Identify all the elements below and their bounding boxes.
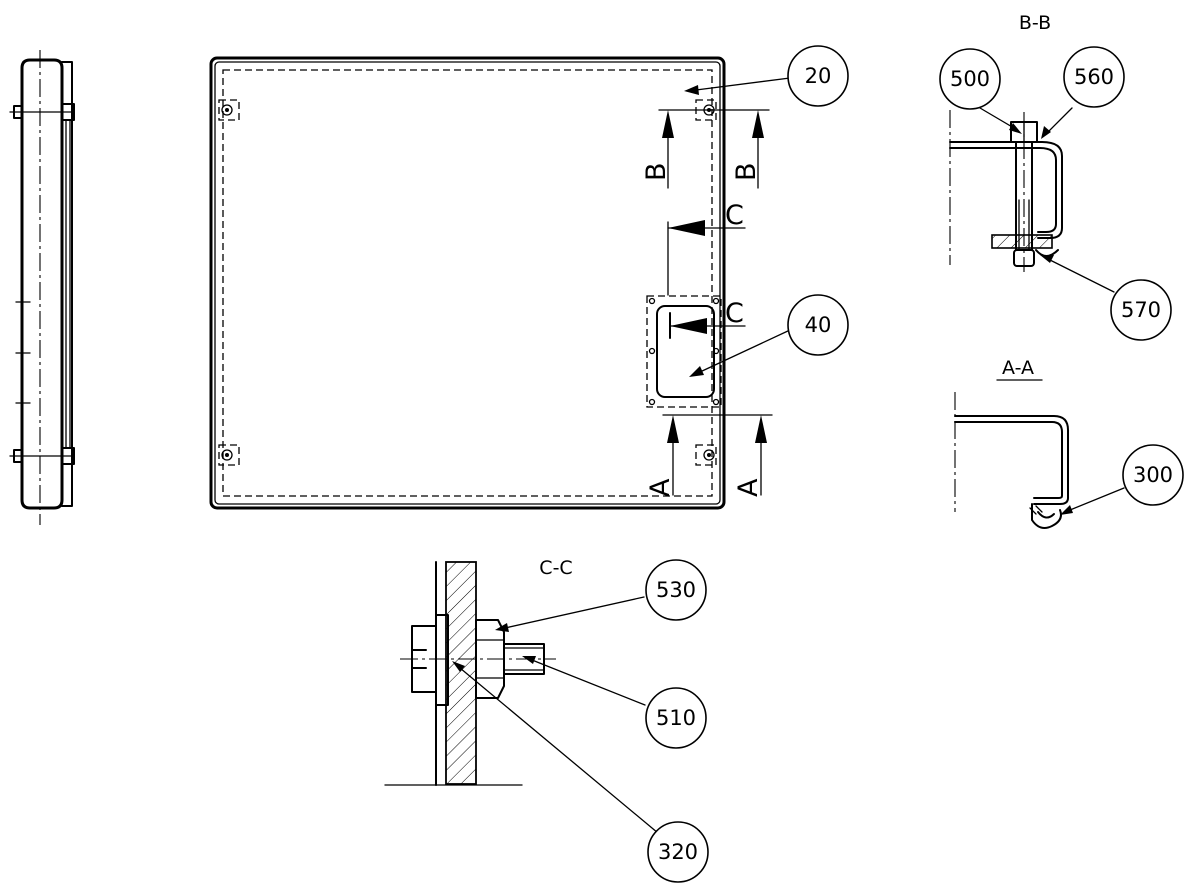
section-title-b-b: B-B: [1019, 12, 1051, 34]
balloon-40: 40: [787, 294, 849, 356]
balloon-500: 500: [939, 48, 1001, 110]
svg-text:320: 320: [658, 840, 698, 864]
section-mark-c-bottom: C: [725, 298, 744, 329]
section-a-a: A-A: [954, 357, 1125, 529]
svg-text:500: 500: [950, 67, 990, 91]
balloon-530: 530: [645, 559, 707, 621]
balloon-510: 510: [645, 687, 707, 749]
balloon-20: 20: [787, 45, 849, 107]
corner-fixing-tl: [218, 99, 240, 121]
balloon-320: 320: [647, 821, 709, 883]
corner-fixing-bl: [218, 444, 240, 466]
front-view: B B A A C C: [209, 56, 791, 510]
balloon-570: 570: [1110, 279, 1172, 341]
svg-text:560: 560: [1074, 65, 1114, 89]
side-view: [9, 50, 75, 525]
svg-text:300: 300: [1133, 463, 1173, 487]
section-mark-b-left: B: [641, 162, 672, 181]
svg-text:40: 40: [805, 313, 832, 337]
section-title-a-a: A-A: [1002, 357, 1034, 379]
section-mark-a-left: A: [645, 478, 676, 497]
section-b-b: B-B: [949, 12, 1115, 293]
section-mark-b-right: B: [731, 162, 762, 181]
section-title-c-c: C-C: [539, 557, 572, 579]
section-mark-a-right: A: [733, 478, 764, 497]
svg-text:510: 510: [656, 706, 696, 730]
corner-fixing-br: [695, 444, 717, 466]
balloon-300: 300: [1122, 444, 1184, 506]
section-c-c: C-C: [384, 557, 659, 834]
balloon-560: 560: [1063, 46, 1125, 108]
svg-text:20: 20: [805, 64, 832, 88]
svg-text:570: 570: [1121, 298, 1161, 322]
section-mark-c-top: C: [725, 200, 744, 231]
svg-text:530: 530: [656, 578, 696, 602]
